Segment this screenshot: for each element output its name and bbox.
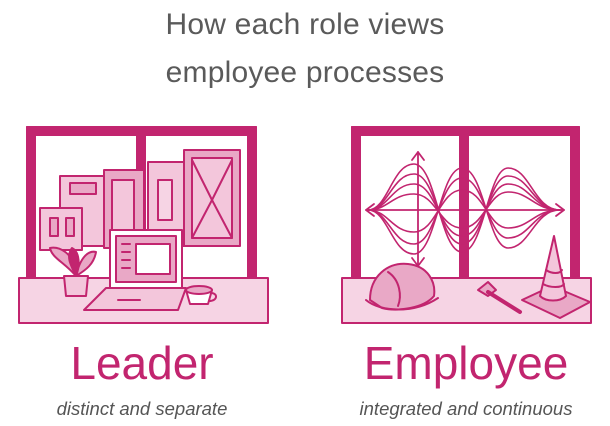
continuous-waves (367, 163, 561, 255)
office-buildings (39, 149, 241, 251)
role-title-employee: Employee (363, 337, 569, 389)
role-description-employee: integrated and continuous (359, 398, 573, 419)
employee-window (351, 126, 580, 280)
arrows-icon (365, 151, 565, 267)
laptop-icon (83, 229, 187, 311)
employee-illustration (341, 126, 592, 324)
title-line-2: employee processes (165, 56, 445, 89)
role-title-leader: Leader (70, 337, 214, 389)
hammer-icon (477, 281, 522, 314)
title-line-1: How each role views (165, 8, 445, 41)
leader-illustration (18, 126, 269, 324)
role-description-leader: distinct and separate (56, 398, 228, 419)
plant-icon (49, 246, 97, 297)
hard-hat-icon (365, 262, 439, 311)
coffee-cup-icon (185, 285, 217, 305)
traffic-cone-icon (521, 235, 591, 319)
